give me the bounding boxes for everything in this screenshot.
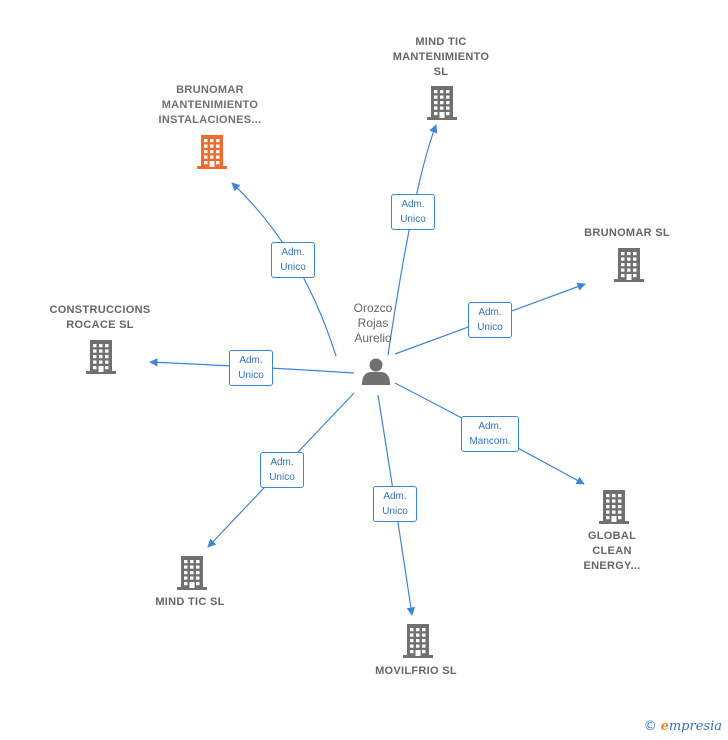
- building-icon[interactable]: [614, 248, 644, 282]
- company-label-brunomar-mant[interactable]: BRUNOMAR MANTENIMIENTO INSTALACIONES...: [158, 83, 262, 126]
- building-icon[interactable]: [197, 135, 227, 169]
- copyright-icon: ©: [643, 719, 657, 734]
- building-icon[interactable]: [177, 556, 207, 590]
- brand-initial: e: [660, 719, 669, 734]
- company-label-mindtic-mant[interactable]: MIND TIC MANTENIMIENTO SL: [392, 35, 490, 78]
- building-icon[interactable]: [86, 340, 116, 374]
- building-icon[interactable]: [427, 86, 457, 120]
- role-badge-global-clean[interactable]: Adm. Mancom.: [461, 416, 519, 452]
- building-icon[interactable]: [403, 624, 433, 658]
- person-name-label[interactable]: Orozco Rojas Aurelio: [353, 301, 393, 345]
- person-icon[interactable]: [362, 358, 390, 386]
- empresia-footer[interactable]: ©empresia: [644, 719, 722, 734]
- role-badge-brunomar-mant[interactable]: Adm. Unico: [271, 242, 315, 278]
- company-label-brunomar-sl[interactable]: BRUNOMAR SL: [584, 226, 670, 239]
- building-icon[interactable]: [599, 490, 629, 524]
- company-label-movilfrio[interactable]: MOVILFRIO SL: [375, 664, 457, 677]
- role-badge-mindtic-sl[interactable]: Adm. Unico: [260, 452, 304, 488]
- role-badge-movilfrio[interactable]: Adm. Unico: [373, 486, 417, 522]
- role-badge-brunomar-sl[interactable]: Adm. Unico: [468, 302, 512, 338]
- company-label-construccions[interactable]: CONSTRUCCIONS ROCACE SL: [49, 304, 151, 331]
- brand-name: mpresia: [668, 719, 722, 734]
- role-badge-construccions[interactable]: Adm. Unico: [229, 350, 273, 386]
- company-label-global-clean[interactable]: GLOBAL CLEAN ENERGY...: [583, 529, 641, 572]
- company-label-mindtic-sl[interactable]: MIND TIC SL: [155, 595, 225, 608]
- role-badge-mindtic-mant[interactable]: Adm. Unico: [391, 194, 435, 230]
